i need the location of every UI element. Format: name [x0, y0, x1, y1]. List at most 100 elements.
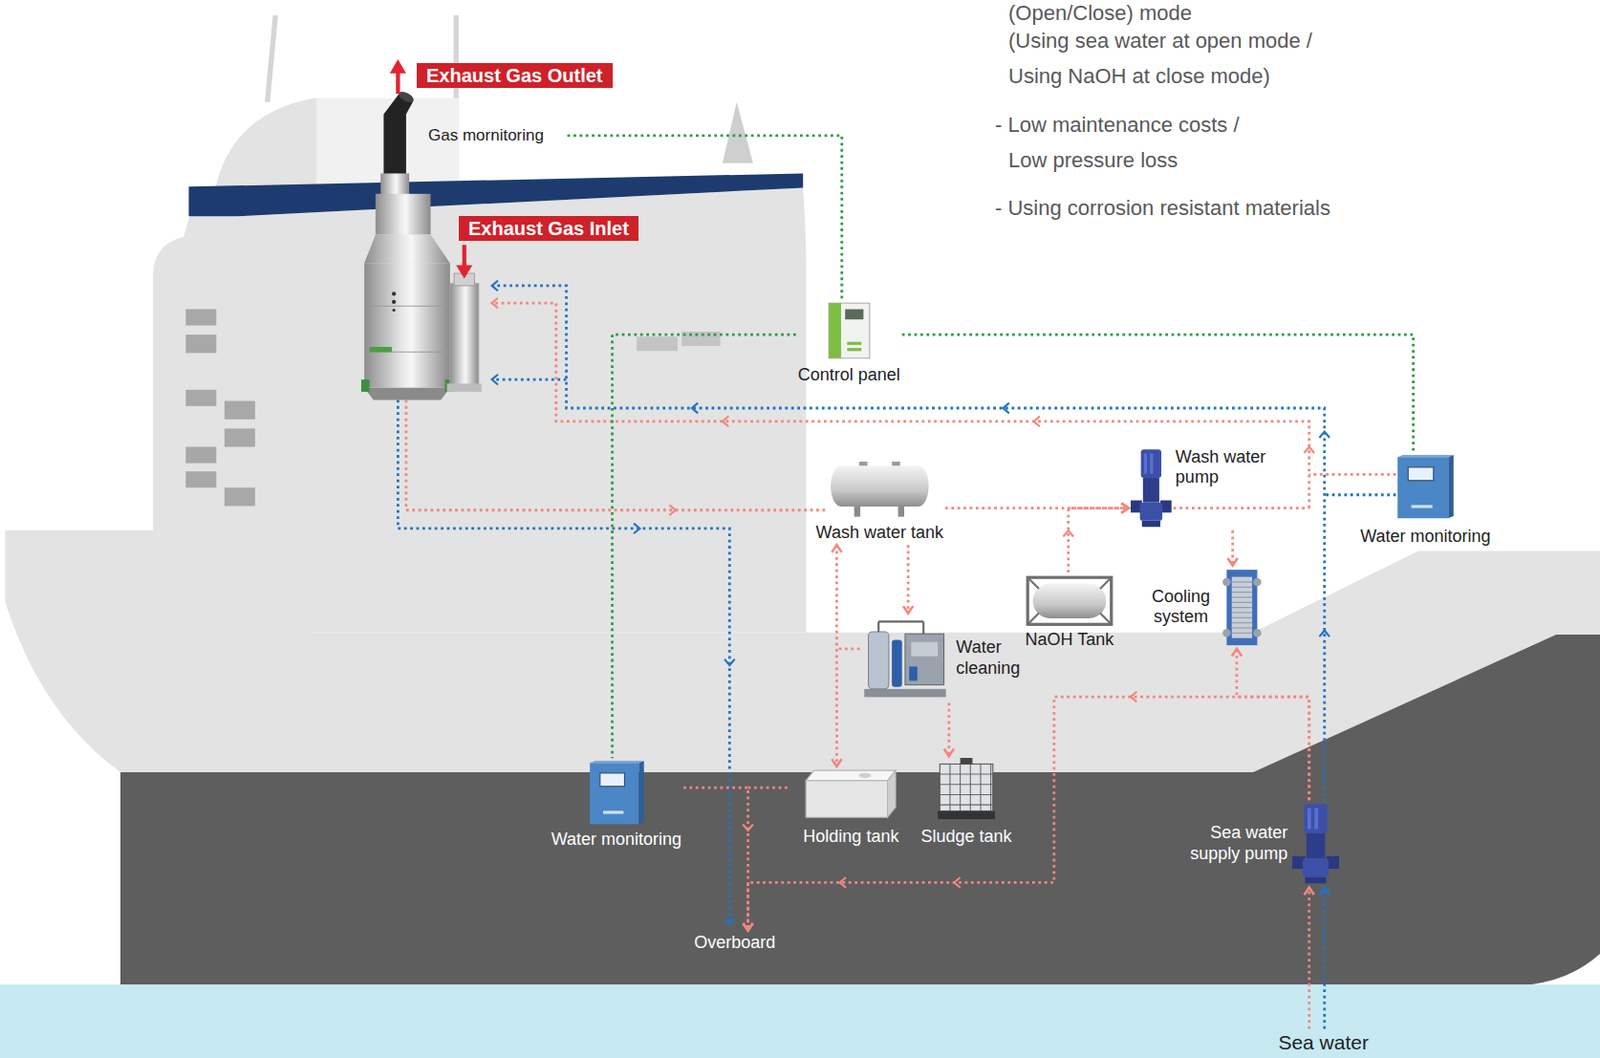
- node-label: Holding tank: [802, 826, 899, 848]
- cleaner-icon: [891, 639, 903, 687]
- pipe-connector: [1322, 887, 1326, 1030]
- box-icon: [805, 770, 896, 781]
- superstructure: [636, 336, 678, 351]
- pump-icon: [1304, 877, 1326, 885]
- cleaner-icon: [877, 621, 880, 632]
- sea: [0, 984, 1600, 1058]
- pump-icon: [1142, 519, 1161, 526]
- hx-icon: [1226, 569, 1257, 646]
- pipe-connector: [945, 506, 1129, 510]
- flow-chevron: [492, 281, 1331, 926]
- pipe-line: [493, 378, 567, 382]
- superstructure: [722, 102, 754, 164]
- tank-icon: [841, 465, 919, 507]
- hx-icon: [1232, 591, 1253, 593]
- node-label: Wash water tank: [816, 522, 944, 544]
- equipment-node: Overboard: [691, 930, 778, 956]
- pump-icon: [1292, 801, 1340, 887]
- superstructure: [224, 487, 256, 506]
- pipe-connector: [612, 334, 797, 758]
- superstructure: [214, 97, 317, 194]
- lower-hull: [120, 634, 1600, 985]
- sensor-label: Gas mornitoring: [428, 126, 544, 146]
- ibc-icon: [959, 764, 961, 812]
- ibc-icon: [937, 811, 995, 821]
- equipment-node: Water monitoring: [1358, 452, 1492, 549]
- cleaner-icon: [922, 621, 925, 634]
- equipment-node: Sludge tank: [918, 756, 1014, 849]
- equipment-node: Wash water pump: [1128, 445, 1274, 531]
- equipment-node: Water monitoring: [549, 757, 684, 852]
- scrubber: [361, 379, 370, 392]
- iso-icon: [1032, 583, 1106, 619]
- feature-note: (Open/Close) mode: [1008, 0, 1192, 27]
- panel-icon: [846, 347, 862, 351]
- tank-icon: [828, 461, 931, 519]
- pipe-connector: [907, 544, 910, 614]
- ibc-icon: [939, 764, 994, 812]
- pump-icon: [1292, 801, 1340, 887]
- pipe-line: [397, 135, 1396, 924]
- ibc-icon: [979, 764, 981, 812]
- equipment-node: Sea water supply pump: [1180, 800, 1341, 888]
- monitor-icon: [587, 759, 646, 826]
- superstructure: [189, 172, 804, 217]
- flow-chevron: [492, 374, 498, 386]
- scrubber: [364, 262, 451, 388]
- panel-icon: [828, 302, 870, 359]
- monitor-icon: [589, 763, 639, 825]
- pump-icon: [1314, 808, 1319, 830]
- scrubber: [380, 172, 410, 195]
- superstructure: [185, 447, 217, 464]
- pipe-line: [748, 786, 789, 790]
- node-label: NaOH Tank: [1024, 629, 1114, 651]
- equipment-node: Control panel: [796, 299, 903, 389]
- equipment-node: Holding tank: [800, 766, 901, 849]
- equipment-node: NaOH Tank: [1022, 572, 1117, 652]
- scrubber: [364, 388, 451, 401]
- panel-icon: [828, 302, 842, 359]
- pipe-connector: [947, 702, 951, 757]
- cleaner-icon: [910, 642, 938, 657]
- box-icon: [887, 770, 897, 818]
- pipe-line: [493, 285, 1325, 802]
- cleaner-icon: [864, 689, 946, 698]
- pipe-connector: [1307, 887, 1311, 1030]
- box-icon: [859, 773, 872, 779]
- ibc-icon: [990, 764, 992, 812]
- flow-chevron: [633, 523, 640, 535]
- superstructure: [185, 334, 217, 353]
- ibc-icon: [939, 774, 994, 776]
- iso-icon: [1027, 577, 1112, 625]
- superstructure: [185, 471, 217, 488]
- hx-icon: [1232, 616, 1253, 618]
- pipe-line: [839, 648, 861, 651]
- ibc-icon: [935, 757, 997, 822]
- hx-icon: [1232, 622, 1253, 624]
- flow-chevron: [1002, 403, 1009, 414]
- hx-icon: [1232, 627, 1253, 628]
- monitor-icon: [1448, 454, 1455, 519]
- lower-hull: [120, 634, 1600, 985]
- tank-icon: [830, 465, 851, 507]
- node-label: Cooling system: [1146, 586, 1214, 628]
- hx-icon: [1222, 628, 1232, 638]
- node-label: Control panel: [798, 365, 901, 387]
- cleaner-icon: [908, 666, 918, 681]
- pipe-connector: [748, 696, 1310, 931]
- monitor-icon: [1408, 467, 1435, 481]
- pipe-line: [397, 399, 730, 924]
- panel-icon: [844, 308, 864, 320]
- cleaner-icon: [905, 633, 945, 685]
- ibc-icon: [960, 757, 973, 764]
- pipe-connector: [835, 544, 839, 767]
- node-label: Water monitoring: [551, 829, 682, 851]
- pipe-connector: [1231, 530, 1234, 566]
- superstructure: [185, 308, 217, 325]
- tank-icon: [828, 461, 931, 519]
- monitor-icon: [587, 759, 646, 826]
- scrubber: [391, 291, 396, 296]
- pipe-line: [1324, 493, 1397, 497]
